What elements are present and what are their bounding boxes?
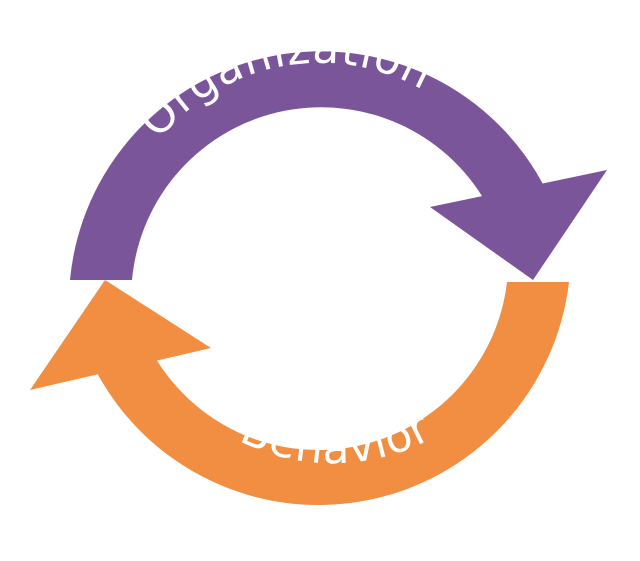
behavior-arrow-body (96, 282, 569, 506)
organization-arrowhead (430, 170, 607, 280)
behavior-arrow (30, 280, 569, 506)
behavior-arrowhead (30, 280, 211, 390)
organization-arrow (70, 51, 607, 281)
organization-arrow-body (70, 51, 546, 281)
